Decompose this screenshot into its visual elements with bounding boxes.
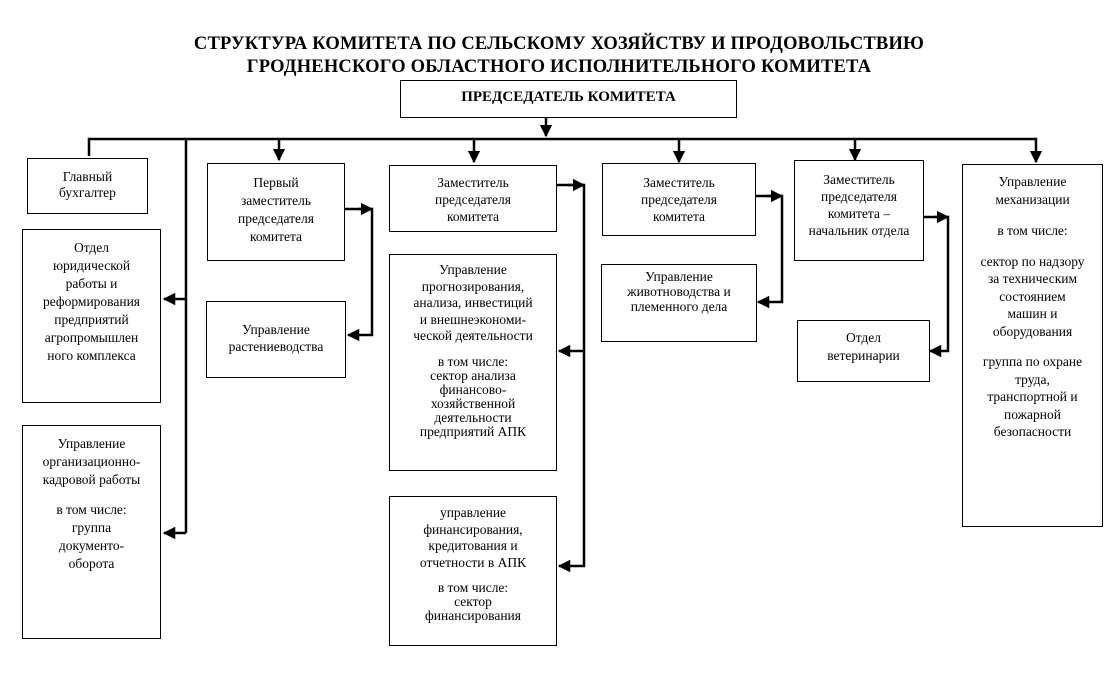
chairman-box: ПРЕДСЕДАТЕЛЬ КОМИТЕТА (400, 80, 737, 118)
legal-dept-line: Отдел (73, 240, 110, 255)
mech-dept-sub-line: транспортной и (987, 389, 1078, 404)
hr-dept-sub-line: оборота (68, 556, 115, 571)
first-deputy-line: заместитель (240, 193, 312, 208)
finance-dept-line: кредитования и (428, 538, 518, 553)
mech-dept-sub-line: сектор по надзору (980, 253, 1085, 269)
chief-accountant-line: Главный (62, 169, 113, 184)
hr-dept-sub-line: в том числе: (56, 502, 127, 517)
forecast-dept-line: анализа, инвестиций (413, 295, 533, 310)
forecast-dept-line: прогнозирования, (421, 278, 525, 294)
page-title-line-2: ГРОДНЕНСКОГО ОБЛАСТНОГО ИСПОЛНИТЕЛЬНОГО … (246, 57, 872, 77)
deputy-4-box: Заместитель председателя комитета – нача… (794, 160, 924, 261)
legal-dept-box: Отдел юридической работы и реформировани… (22, 229, 161, 403)
mech-dept-sub-line: состоянием (999, 288, 1066, 304)
crop-dept-box: Управление растениеводства (206, 301, 346, 378)
mech-dept-sub-line: труда, (1015, 371, 1050, 387)
chairman-label: ПРЕДСЕДАТЕЛЬ КОМИТЕТА (461, 89, 676, 105)
first-deputy-line: комитета (249, 229, 303, 244)
forecast-dept-sub-line: в том числе: (437, 353, 509, 369)
crop-dept-line: Управление (242, 322, 310, 337)
finance-dept-sub-line: финансирования (425, 608, 521, 623)
deputy-3-box: Заместитель председателя комитета (602, 163, 756, 236)
forecast-dept-line: ческой деятельности (413, 328, 533, 343)
finance-dept-line: финансирования, (423, 521, 523, 537)
finance-dept-line: отчетности в АПК (419, 554, 527, 570)
livestock-dept-box: Управление животноводства и племенного д… (601, 264, 757, 342)
legal-dept-line: юридической (52, 258, 131, 273)
mech-dept-sub-line: машин и (1007, 306, 1058, 321)
finance-dept-sub-line: сектор (454, 594, 492, 609)
main-bus (87, 137, 1043, 164)
forecast-dept-sub-line: предприятий АПК (419, 423, 527, 439)
deputy-4-line: начальник отдела (808, 223, 910, 238)
forecast-dept-sub-line: сектор анализа (430, 367, 516, 383)
deputy-2-line: председателя (435, 192, 511, 207)
mech-dept-box: Управление механизации в том числе: сект… (962, 164, 1103, 527)
mech-dept-sub-line: за техническим (987, 271, 1078, 286)
hr-dept-line: Управление (57, 436, 126, 451)
first-deputy-box: Первый заместитель председателя комитета (207, 163, 345, 261)
mech-dept-line: механизации (995, 191, 1070, 207)
mech-dept-sub-line: безопасности (993, 424, 1072, 439)
legal-dept-line: агропромышлен (44, 330, 139, 345)
hr-dept-line: кадровой работы (42, 472, 141, 487)
chief-accountant-box: Главный бухгалтер (27, 158, 148, 214)
hr-dept-box: Управление организационно- кадровой рабо… (22, 425, 161, 639)
mech-dept-line: Управление (998, 174, 1067, 189)
legal-dept-line: предприятий (54, 312, 129, 327)
livestock-dept-line: племенного дела (630, 299, 728, 314)
mech-dept-sub-line: пожарной (1004, 406, 1061, 422)
forecast-dept-sub-line: финансово- (439, 381, 507, 397)
hr-dept-sub-line: группа (71, 520, 112, 535)
forecast-dept-line: и внешнеэкономи- (419, 311, 527, 327)
deputy-4-line: Заместитель (823, 172, 895, 187)
deputy-3-line: Заместитель (643, 175, 715, 190)
forecast-dept-line: Управление (439, 262, 507, 277)
legal-dept-line: ного комплекса (47, 348, 136, 363)
forecast-dept-sub-line: деятельности (434, 409, 512, 425)
vet-dept-line: ветеринарии (827, 348, 900, 363)
deputy-2-line: комитета (446, 209, 500, 224)
page-title-line-1: СТРУКТУРА КОМИТЕТА ПО СЕЛЬСКОМУ ХОЗЯЙСТВ… (193, 34, 925, 54)
chief-accountant-line: бухгалтер (59, 185, 116, 200)
forecast-dept-sub-line: хозяйственной (430, 395, 516, 411)
mech-dept-sub-line: оборудования (992, 323, 1073, 339)
finance-dept-box: управление финансирования, кредитования … (389, 496, 557, 646)
livestock-dept-line: животноводства и (627, 284, 731, 299)
legal-dept-line: реформирования (42, 294, 141, 309)
deputy-4-line: председателя (821, 189, 897, 204)
deputy-3-line: председателя (641, 192, 717, 207)
mech-dept-sub-line: в том числе: (997, 223, 1068, 238)
mech-dept-sub-line: группа по охране (982, 354, 1083, 369)
legal-dept-line: работы и (65, 276, 118, 291)
deputy-3-line: комитета (652, 209, 706, 224)
livestock-dept-line: Управление (645, 269, 713, 284)
deputy-2-box: Заместитель председателя комитета (389, 165, 557, 232)
finance-dept-sub-line: в том числе: (437, 580, 509, 595)
deputy-2-line: Заместитель (437, 175, 509, 190)
hr-dept-line: организационно- (42, 454, 141, 469)
first-deputy-line: председателя (238, 211, 314, 226)
finance-dept-line: управление (439, 505, 507, 520)
forecast-dept-box: Управление прогнозирования, анализа, инв… (389, 254, 557, 471)
vet-dept-line: Отдел (845, 330, 882, 345)
deputy-4-line: комитета – (827, 206, 891, 221)
hr-dept-sub-line: документо- (58, 538, 125, 553)
first-deputy-line: Первый (253, 175, 299, 190)
crop-dept-line: растениеводства (228, 339, 324, 354)
vet-dept-box: Отдел ветеринарии (797, 320, 930, 382)
